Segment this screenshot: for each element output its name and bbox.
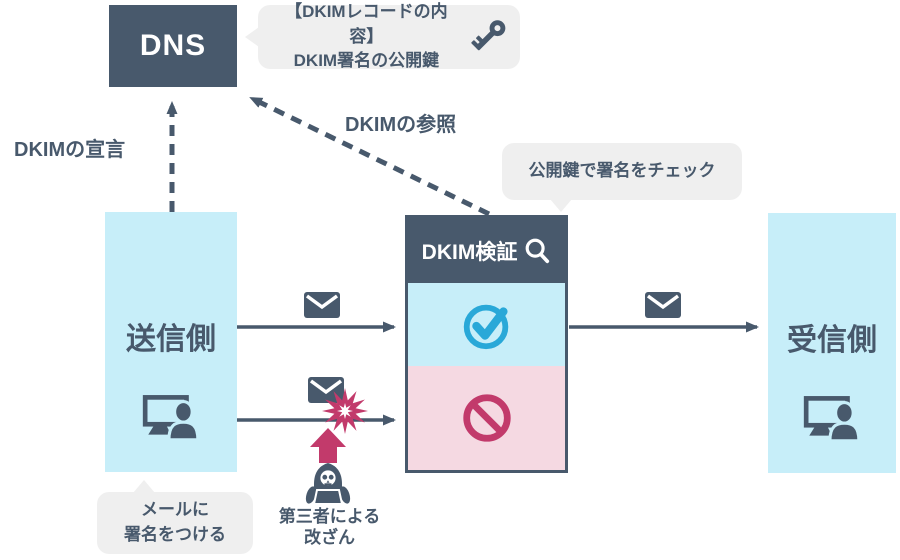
sender-callout: メールに 署名をつける	[97, 480, 253, 554]
computer-user-icon	[142, 395, 200, 440]
sender-callout-line2: 署名をつける	[124, 525, 226, 544]
dns-record-line2: DKIM署名の公開鍵	[293, 51, 440, 71]
verify-callout: 公開鍵で署名をチェック	[502, 143, 742, 212]
tamper-label: 第三者による 改ざん	[262, 506, 397, 549]
prohibition-icon	[462, 394, 511, 442]
dns-record-line1: 【DKIMレコードの内容】	[285, 2, 448, 46]
tamper-line1: 第三者による	[278, 507, 381, 526]
key-icon	[471, 20, 506, 51]
verifier-pass-section	[408, 283, 565, 366]
receiver-box: 受信側	[768, 213, 896, 473]
magnifier-icon	[525, 238, 550, 263]
computer-user-icon	[803, 396, 861, 441]
hacker-icon	[305, 463, 351, 505]
dkim-declaration-label: DKIMの宣言	[14, 139, 126, 161]
callout-tail-up	[133, 480, 155, 493]
verifier-title: DKIM検証	[421, 240, 518, 264]
verifier-box: DKIM検証	[405, 215, 568, 473]
dns-record-text: 【DKIMレコードの内容】 DKIM署名の公開鍵	[274, 0, 459, 74]
callout-tail-down	[550, 199, 572, 212]
tamper-line2: 改ざん	[304, 528, 355, 548]
mail-icon	[304, 292, 340, 318]
sender-box: 送信側	[105, 212, 237, 472]
dkim-reference-label: DKIMの参照	[345, 114, 457, 136]
receiver-label: 受信側	[787, 324, 877, 357]
dns-label: DNS	[139, 29, 207, 62]
check-circle-icon	[463, 304, 508, 349]
mail-icon	[645, 292, 681, 318]
tamper-up-arrow	[310, 428, 346, 463]
verify-callout-label: 公開鍵で署名をチェック	[528, 161, 716, 181]
dns-record-callout: 【DKIMレコードの内容】 DKIM署名の公開鍵	[245, 2, 520, 70]
sender-callout-line1: メールに	[141, 500, 209, 520]
dns-box: DNS	[109, 5, 237, 87]
verifier-fail-section	[408, 366, 565, 470]
sender-label: 送信側	[126, 323, 216, 356]
mail-icon	[308, 377, 344, 403]
verifier-header: DKIM検証	[408, 218, 565, 283]
callout-tail-left	[245, 27, 259, 47]
